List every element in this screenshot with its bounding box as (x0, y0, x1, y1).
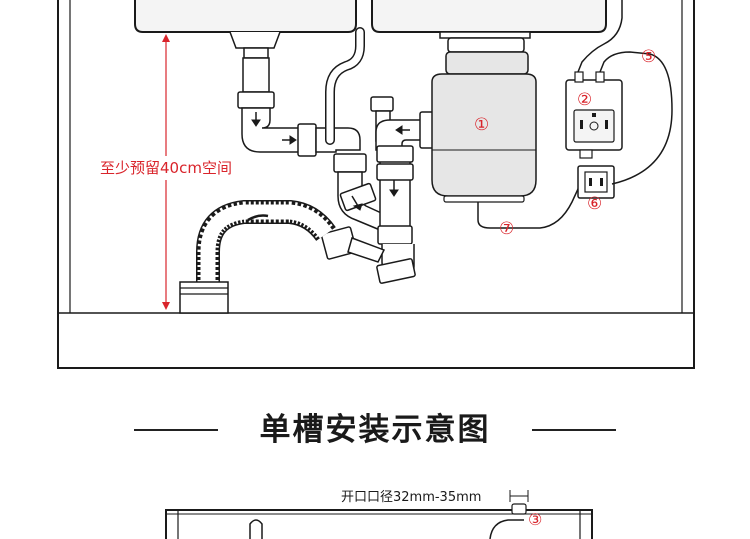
corrugated-drain-hose-fill (200, 204, 333, 282)
control-box-plug-out (579, 149, 593, 159)
air-switch-cable (577, 0, 623, 73)
title-line-left (134, 429, 218, 431)
bottom-installation-diagram: 开口口径32mm-35mm ③ (165, 490, 593, 539)
tee-nut-left (333, 153, 367, 173)
p-trap-nut (376, 258, 416, 284)
wall-outlet-face (584, 171, 608, 193)
control-box-connector-right (595, 71, 605, 83)
callout-control-box: ② (577, 90, 592, 110)
disposer-outlet-elbow (375, 119, 433, 151)
socket-slot-top (592, 113, 596, 117)
top-installation-diagram: 至少预留40cm空间 ① ② ⑤ ⑥ ⑦ (57, 0, 695, 369)
left-pipe-nut (297, 123, 317, 157)
center-pipe-nut-mid (376, 163, 414, 181)
callout-wall-outlet: ⑥ (587, 194, 602, 214)
disposer-base (443, 195, 525, 203)
socket-slot-right (605, 120, 608, 129)
flow-arrows (247, 112, 410, 222)
title-line-right (532, 429, 616, 431)
hole-dimension-marker (509, 490, 529, 502)
outlet-slot-left (589, 178, 592, 186)
disposer-upper-body (445, 51, 529, 75)
center-pipe-nut-low (377, 225, 413, 245)
countertop-slab (165, 509, 593, 539)
trap-to-hose (347, 237, 386, 263)
disposer-main-body (431, 73, 537, 197)
left-drain-neck (243, 47, 269, 59)
socket-hole-center (589, 121, 599, 131)
control-box-socket-face (573, 109, 615, 143)
disposer-flange (439, 31, 531, 39)
center-pipe-nut-top (376, 145, 414, 163)
callout-disposer: ① (474, 115, 489, 135)
hole-diameter-label: 开口口径32mm-35mm (341, 490, 481, 505)
dishwasher-hose (325, 27, 365, 145)
callout-hole-fitting: ③ (528, 510, 542, 529)
disposer-power-cord (477, 175, 585, 229)
left-drain-tube (242, 57, 270, 93)
cabinet-outer-frame (57, 0, 695, 369)
space-dimension-line (162, 34, 170, 310)
left-pipe-horizontal (315, 127, 361, 153)
control-box-connector-left (574, 71, 584, 83)
vent-cap (370, 96, 394, 112)
faucet-outline-right (489, 519, 524, 539)
air-switch-cable-2 (599, 51, 673, 185)
socket-slot-left (580, 120, 583, 129)
left-drain-nut (237, 91, 275, 109)
floor-drain-pipe (179, 281, 229, 314)
left-pipe-elbow (241, 107, 301, 153)
dishwasher-hose-inner (326, 28, 364, 144)
hole-fitting (511, 503, 527, 515)
outlet-slot-right (600, 178, 603, 186)
callout-air-switch: ⑤ (641, 47, 656, 67)
faucet-outline-left (249, 519, 263, 539)
callout-power-cord: ⑦ (499, 219, 514, 239)
left-sink-drain (229, 31, 281, 49)
disposer-mount-ring (447, 37, 525, 53)
space-requirement-label: 至少预留40cm空间 (100, 159, 232, 177)
right-sink-basin (371, 0, 607, 33)
left-sink-basin (134, 0, 357, 33)
section-title: 单槽安装示意图 (259, 412, 491, 448)
